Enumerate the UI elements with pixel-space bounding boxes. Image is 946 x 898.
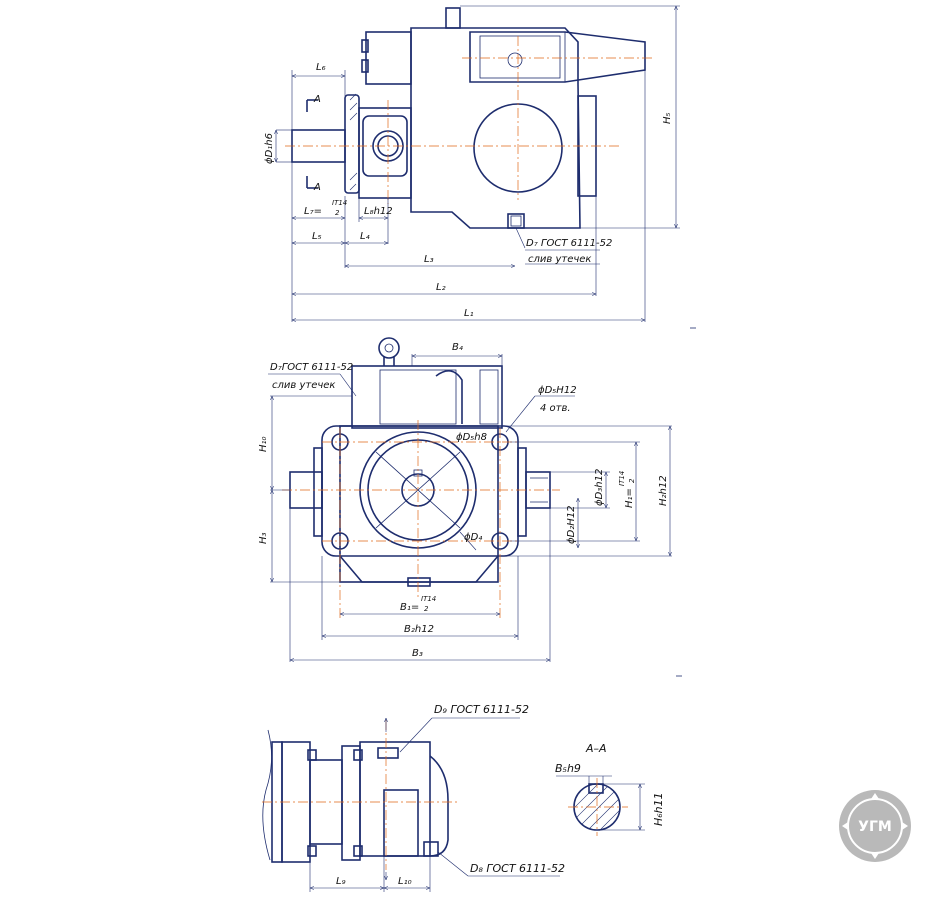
section-mark-a-bottom: A [313, 182, 321, 193]
dim-L3: L₃ [424, 254, 434, 265]
dim-H1: H₁= [624, 488, 635, 508]
dim-H1-frac-bottom: 2 [628, 478, 636, 483]
dim-L4: L₄ [360, 231, 370, 242]
dim-D5-holes: ϕD₅H12 [538, 385, 577, 396]
view1-side-view: L₆ A A ϕD₁h6 H₅ L₇= IT14 2 L₈h12 L₅ L₄ L… [264, 5, 680, 322]
dim-L7-frac-top: IT14 [332, 199, 347, 207]
dim-B3: B₃ [412, 648, 423, 659]
dim-L1: L₁ [464, 308, 474, 319]
view3-thread-D8: D₈ ГОСТ 6111-52 [470, 862, 565, 875]
dim-B4: B₄ [452, 342, 463, 353]
view1-drain-thread: D₇ ГОСТ 6111-52 [526, 238, 612, 249]
logo-text: УГМ [858, 819, 892, 835]
holes-count: 4 отв. [540, 403, 571, 414]
view2-drain-thread: D₇ГОСТ 6111-52 [270, 362, 353, 373]
dim-D3: ϕD₃h12 [594, 469, 605, 506]
dim-H6: H₆h11 [652, 792, 665, 826]
section-mark-a-top: A [313, 94, 321, 105]
view2-front-view: B₄ D₇ГОСТ 6111-52 слив утечек ϕD₅H12 4 о… [258, 337, 672, 662]
view2-drain-label: слив утечек [272, 380, 335, 391]
dim-B2: B₂h12 [404, 624, 434, 635]
dim-L9: L₉ [336, 876, 346, 887]
dim-B5: B₅h9 [555, 762, 581, 775]
dim-D2: ϕD₂H12 [566, 505, 577, 544]
dim-D4: ϕD₄ [464, 532, 482, 543]
dim-H3: H₃ [258, 532, 269, 544]
section-a-a: A–A B₅h9 H₆h11 [555, 742, 665, 836]
dim-L8: L₈h12 [364, 206, 393, 217]
ugm-logo: УГМ [839, 790, 911, 862]
dim-L6: L₆ [316, 62, 326, 73]
dim-L5: L₅ [312, 231, 322, 242]
dim-H2: H₂h12 [658, 475, 669, 506]
dim-L7: L₇= [304, 206, 322, 217]
dim-D5h8: ϕD₅h8 [456, 432, 487, 443]
dim-D1: ϕD₁h6 [264, 133, 275, 164]
view1-drain-label: слив утечек [528, 254, 591, 265]
dim-B1: B₁= [400, 602, 419, 613]
view3-bottom-view: D₉ ГОСТ 6111-52 D₈ ГОСТ 6111-52 L₉ L₁₀ [262, 703, 565, 892]
dim-L10: L₁₀ [398, 876, 412, 887]
dim-H1-frac-top: IT14 [618, 471, 626, 486]
dim-L7-frac-bottom: 2 [335, 209, 340, 217]
dim-H10: H₁₀ [258, 436, 269, 452]
view3-thread-D9: D₉ ГОСТ 6111-52 [434, 703, 529, 716]
section-title: A–A [585, 742, 607, 755]
dim-H5: H₅ [662, 112, 673, 124]
dim-B1-frac-top: IT14 [421, 595, 436, 603]
dim-B1-frac-bottom: 2 [424, 605, 429, 613]
dim-L2: L₂ [436, 282, 446, 293]
